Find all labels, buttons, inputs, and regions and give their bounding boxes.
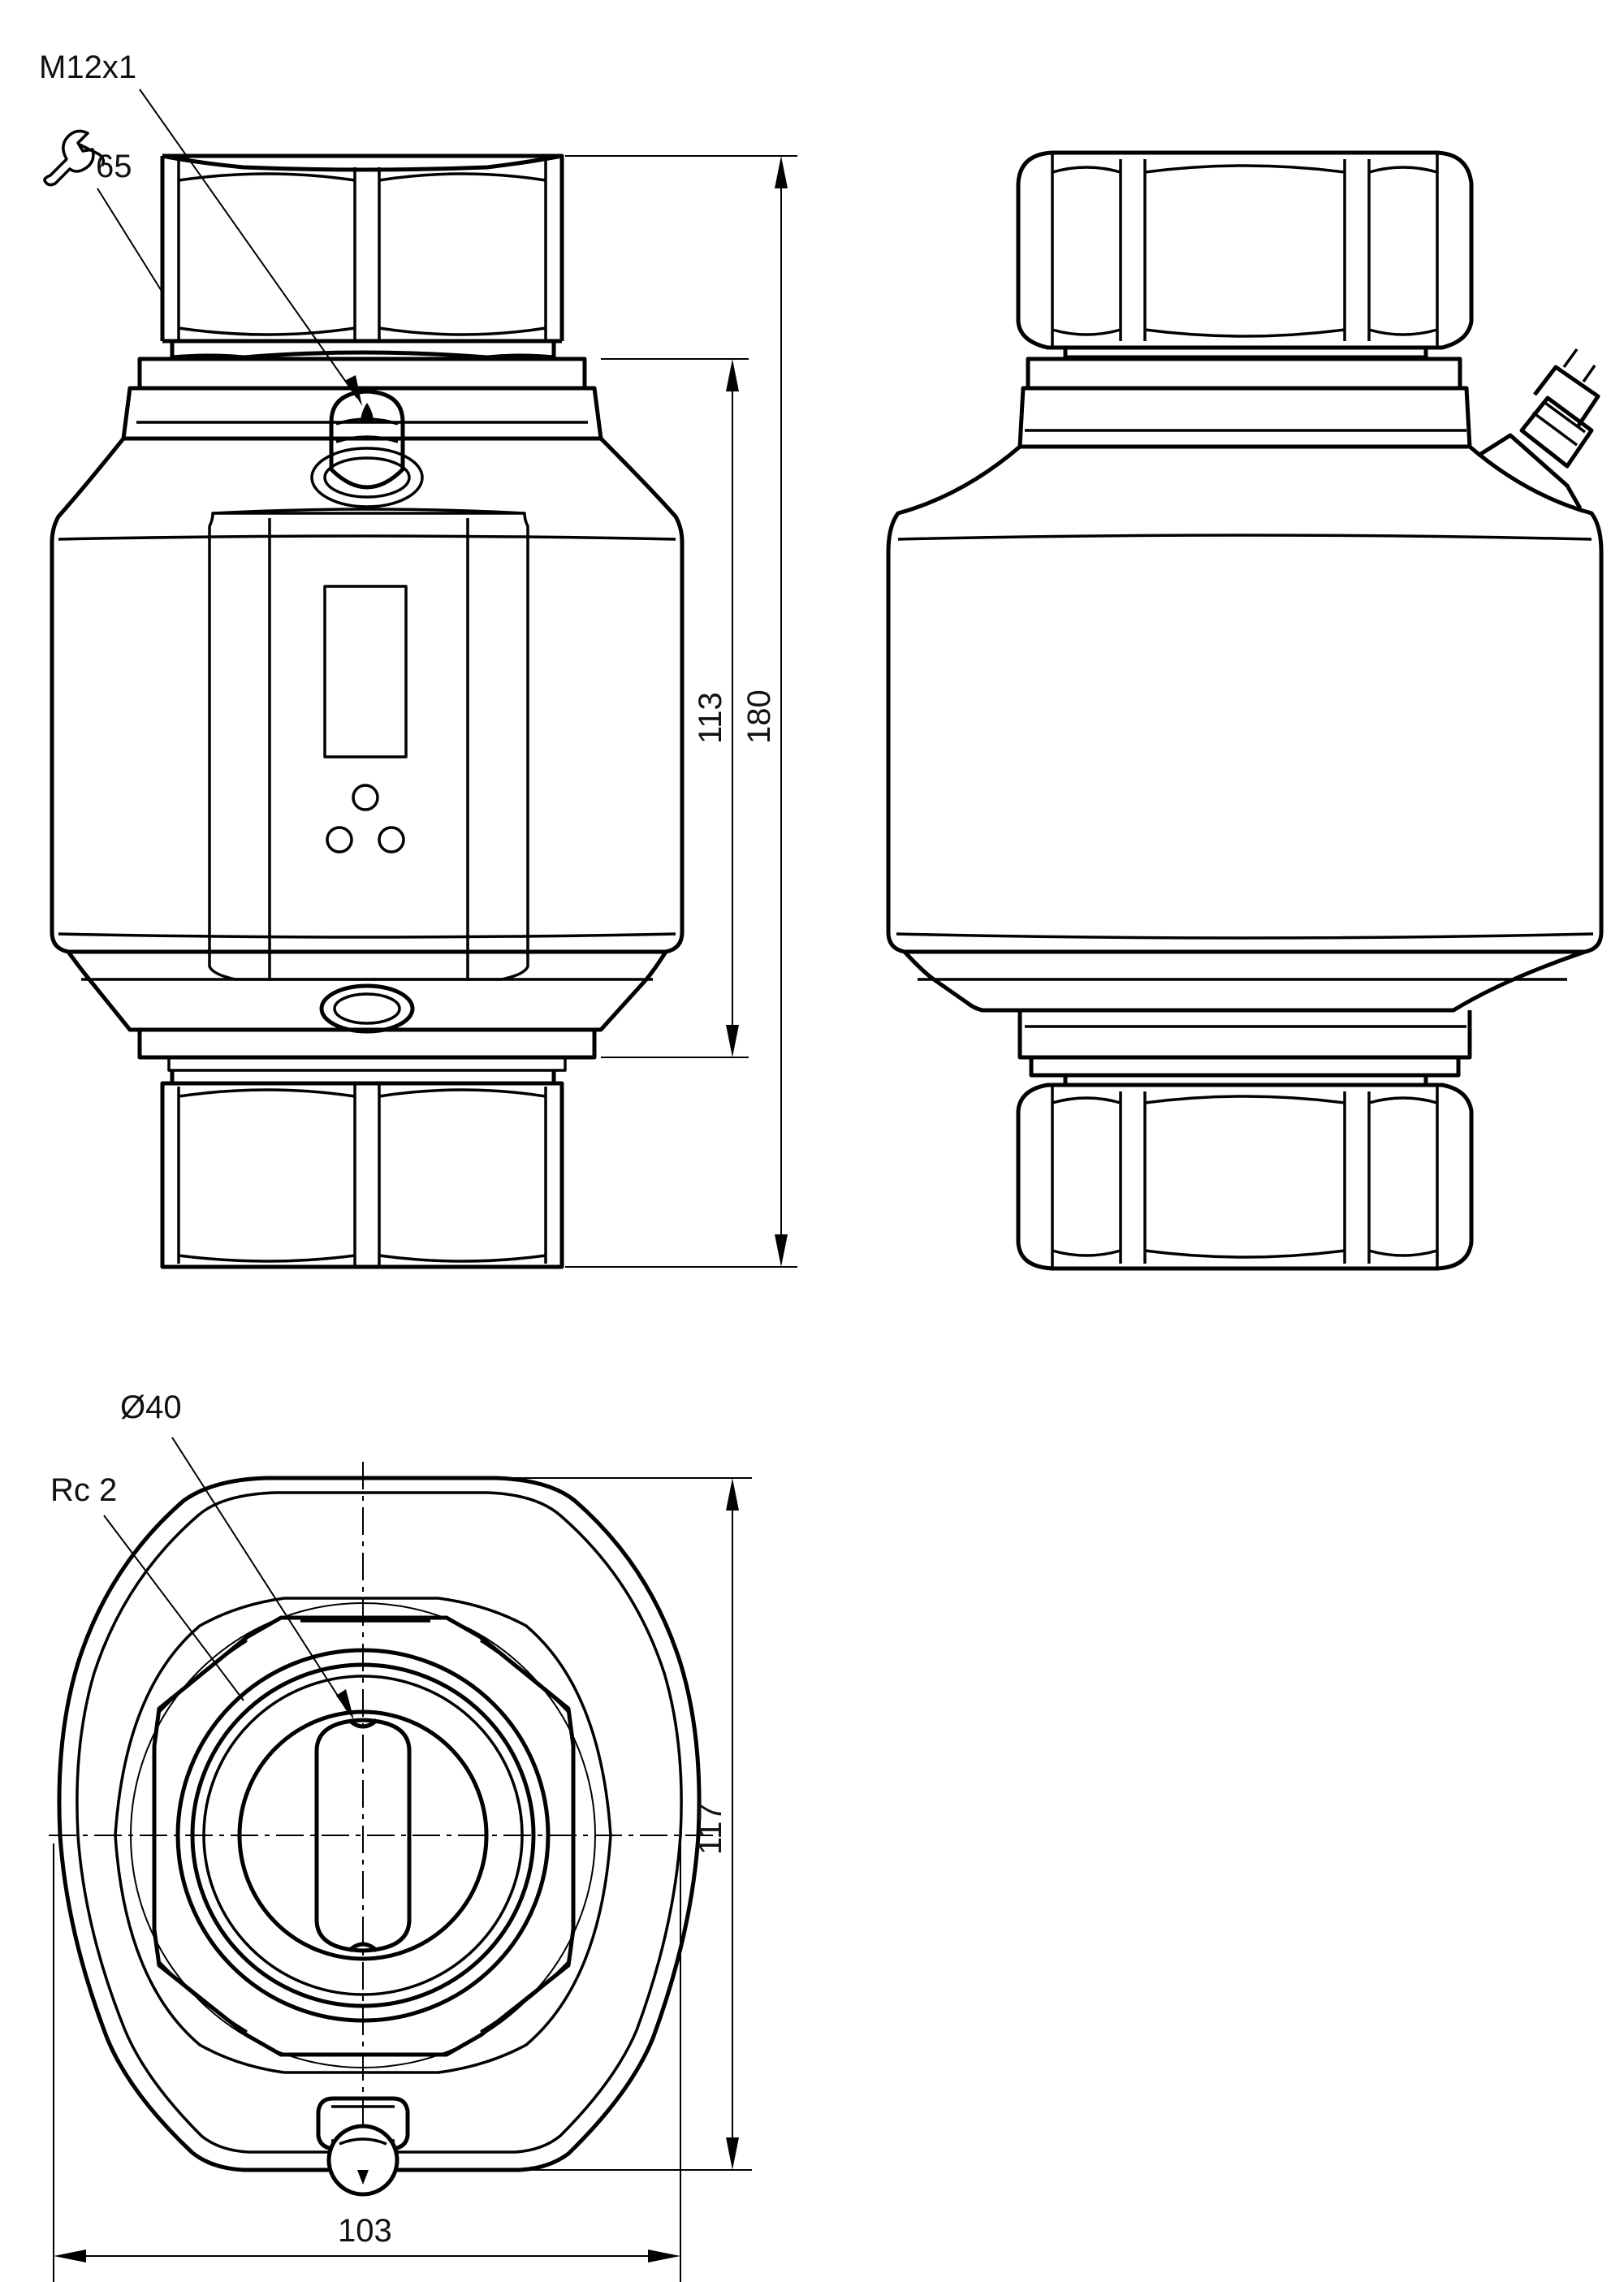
wrench-icon — [43, 129, 106, 187]
front-display — [323, 585, 408, 759]
front-m12-connector — [310, 389, 424, 508]
front-main-body — [50, 436, 685, 981]
front-top-hex-nut — [160, 153, 564, 360]
side-top-collar — [1017, 357, 1472, 449]
end-view — [49, 1462, 715, 2197]
led-top — [352, 784, 379, 811]
dimension-117 — [495, 1477, 752, 2171]
label-dim-113: 113 — [693, 692, 728, 744]
leader-m12 — [139, 89, 358, 399]
front-bottom-hex-nut — [160, 1070, 564, 1269]
led-left — [326, 826, 353, 854]
side-bottom-collar — [903, 949, 1586, 1078]
end-paddle — [314, 1718, 412, 1953]
end-flange — [114, 1597, 612, 2074]
front-top-collar — [121, 357, 603, 441]
side-m12-connector — [1478, 348, 1600, 510]
label-dim-180: 180 — [741, 689, 777, 744]
front-view — [50, 153, 685, 1269]
leader-wrench — [97, 188, 163, 293]
front-bottom-collar — [66, 950, 668, 1072]
side-top-hex-nut — [1016, 150, 1474, 360]
label-rc2: Rc 2 — [50, 1472, 117, 1508]
label-wrench-size: 65 — [96, 149, 132, 184]
side-main-body — [886, 444, 1604, 954]
leader-diameter — [171, 1437, 350, 1714]
led-right — [378, 826, 405, 854]
dimension-103 — [53, 1843, 681, 2282]
side-view — [886, 150, 1604, 1271]
dimension-180 — [565, 155, 797, 1268]
end-m12-connector — [316, 2096, 410, 2197]
label-dim-117: 117 — [693, 1803, 728, 1855]
label-diameter-40: Ø40 — [120, 1390, 182, 1425]
side-bottom-hex-nut — [1016, 1075, 1474, 1271]
dimension-113 — [601, 358, 749, 1058]
label-dim-103: 103 — [338, 2213, 392, 2249]
label-m12x1: M12x1 — [39, 50, 136, 85]
leader-rc2 — [103, 1515, 244, 1701]
